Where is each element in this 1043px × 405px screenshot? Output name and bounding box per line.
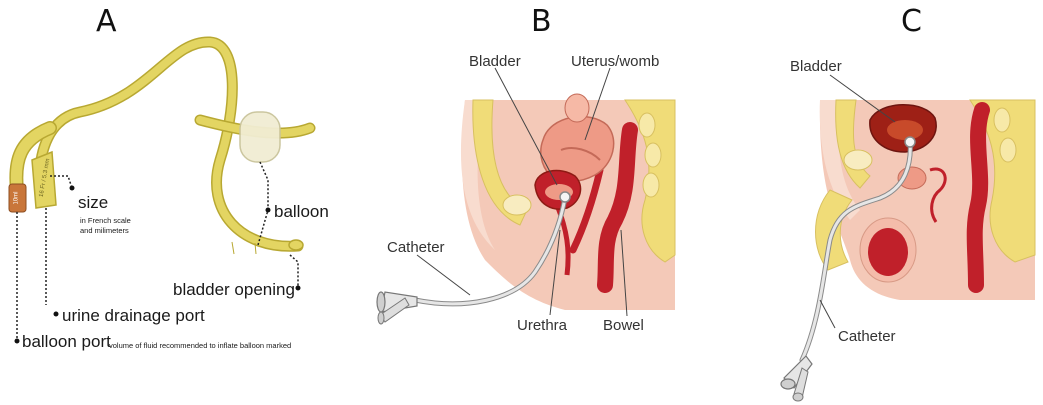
label-size-note-1: in French scale [80,216,131,225]
label-catheter: Catheter [838,329,896,344]
port-marking: 10ml [14,191,20,204]
label-urethra: Urethra [517,318,567,333]
label-balloon-port-note: volume of fluid recommended to inflate b… [109,341,291,350]
label-urine-drainage-port: urine drainage port [62,307,205,324]
label-bowel: Bowel [603,318,644,333]
inflated-balloon [240,112,280,162]
panel-c-male-anatomy: C [740,0,1043,405]
label-catheter: Catheter [387,240,445,255]
label-bladder: Bladder [469,54,521,69]
bowel [975,110,982,285]
label-balloon: balloon [274,203,329,220]
label-balloon-port: balloon port [22,333,111,350]
label-uterus: Uterus/womb [571,54,659,69]
label-size: size [78,194,108,211]
testis [868,228,908,276]
catheter-tip [289,240,303,250]
label-bladder: Bladder [790,59,842,74]
panel-b-female-anatomy: B [345,0,695,405]
label-size-note-2: and milimeters [80,226,129,235]
catheter-ports [377,292,417,324]
label-bladder-opening: bladder opening [173,281,295,298]
panel-a-catheter-parts: A 10ml 16 Fr / 5.3 mm [0,0,340,405]
catheter-balloon [905,137,915,147]
catheter-balloon [560,192,570,202]
catheter-ports [781,356,812,401]
